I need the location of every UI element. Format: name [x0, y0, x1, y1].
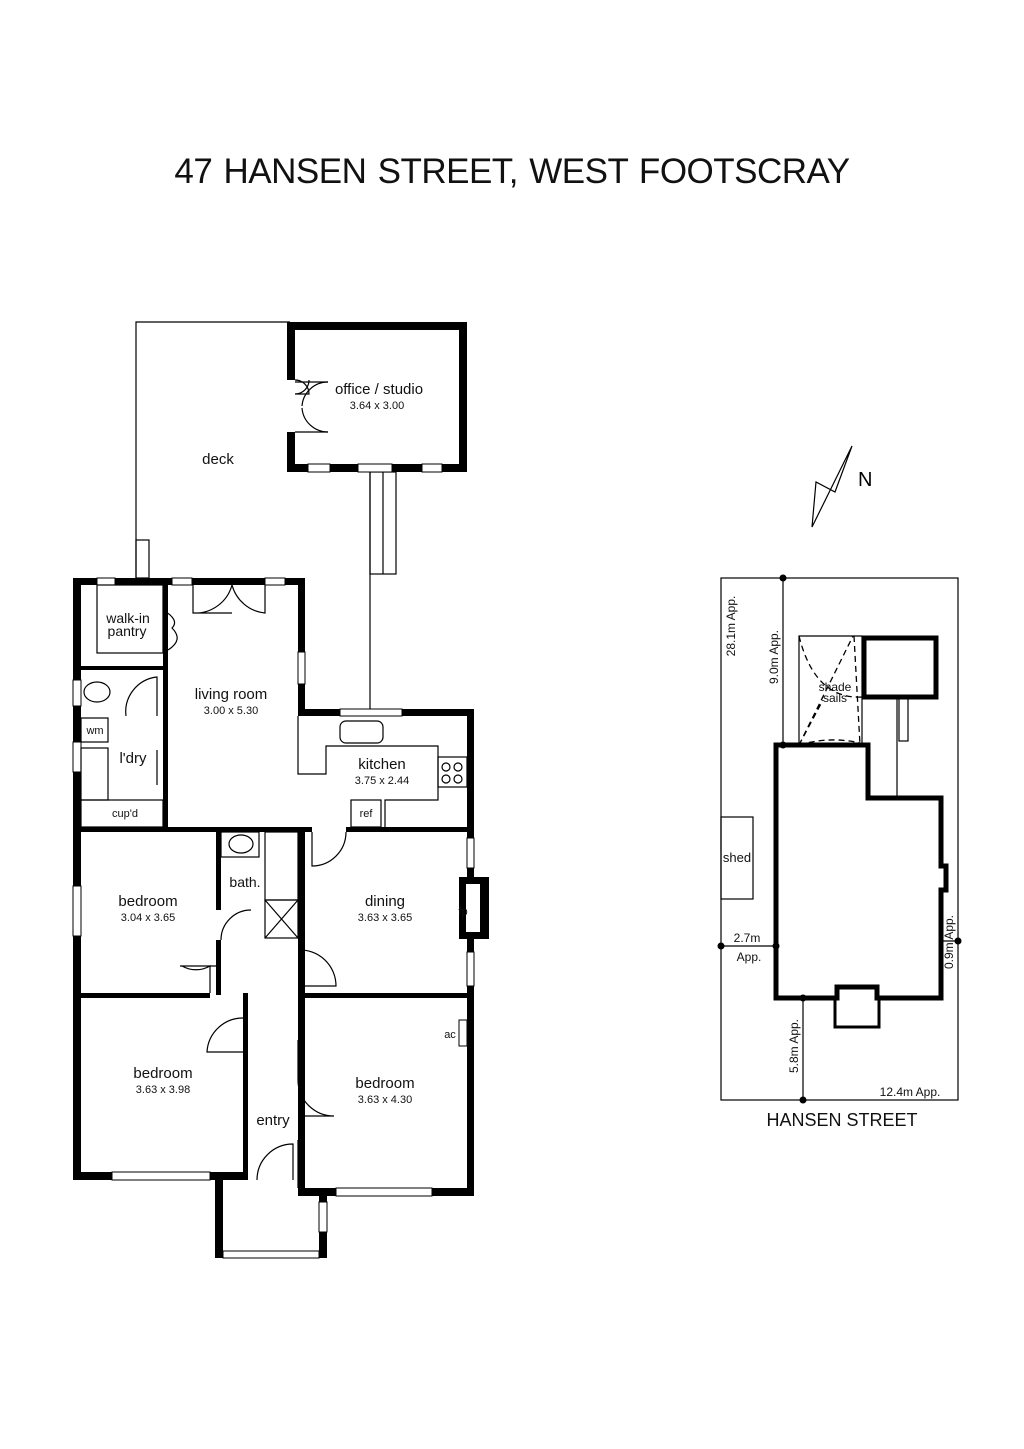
north-label: N: [858, 469, 872, 491]
room-office-label: office / studio: [335, 381, 423, 398]
room-bath-label: bath.: [229, 874, 260, 890]
dim-front-setback: 5.8m App.: [787, 1019, 801, 1073]
shade-label-1: shade: [819, 680, 852, 694]
room-bedroom3-label: bedroom: [355, 1075, 414, 1092]
cupboard-label: cup'd: [112, 808, 138, 820]
dim-rear-setback: 9.0m App.: [767, 630, 781, 684]
room-kitchen-size: 3.75 x 2.44: [355, 775, 409, 787]
fp-label: fp: [458, 906, 467, 918]
room-labels: office / studio 3.64 x 3.00 deck walk-in…: [85, 381, 467, 1129]
room-dining-label: dining: [365, 893, 405, 910]
room-pantry-label-2: pantry: [108, 623, 147, 639]
shed-label: shed: [723, 850, 751, 865]
street-label: HANSEN STREET: [766, 1110, 917, 1130]
room-bedroom3-size: 3.63 x 4.30: [358, 1094, 412, 1106]
room-laundry-label: l'dry: [119, 750, 147, 767]
dim-side-left-2: App.: [737, 950, 762, 964]
ref-label: ref: [360, 808, 374, 820]
dim-side-left-1: 2.7m: [734, 931, 761, 945]
room-living-size: 3.00 x 5.30: [204, 705, 258, 717]
room-office-size: 3.64 x 3.00: [350, 400, 404, 412]
room-entry-label: entry: [256, 1112, 290, 1129]
room-bedroom1-label: bedroom: [118, 893, 177, 910]
room-bedroom1-size: 3.04 x 3.65: [121, 912, 175, 924]
wm-label: wm: [85, 725, 103, 737]
ac-label: ac: [444, 1029, 456, 1041]
room-bedroom2-size: 3.63 x 3.98: [136, 1084, 190, 1096]
room-pantry-label-1: walk-in: [105, 610, 150, 626]
dim-side-right: 0.9m App.: [942, 915, 956, 969]
room-living-label: living room: [195, 686, 268, 703]
fittings: [80, 584, 468, 1188]
room-deck-label: deck: [202, 451, 234, 468]
plan-title: 47 HANSEN STREET, WEST FOOTSCRAY: [174, 152, 850, 191]
north-arrow-icon: N: [811, 445, 872, 528]
room-dining-size: 3.63 x 3.65: [358, 912, 412, 924]
room-bedroom2-label: bedroom: [133, 1065, 192, 1082]
house-walls: [72, 577, 489, 1259]
office-walls: [287, 322, 467, 473]
site-plan: shed shade sails 2.7m App. 28.1m App. 9.…: [717, 574, 962, 1130]
dim-width: 12.4m App.: [880, 1085, 941, 1099]
room-kitchen-label: kitchen: [358, 756, 406, 773]
shade-label-2: sails: [823, 691, 847, 705]
dim-depth: 28.1m App.: [724, 596, 738, 657]
